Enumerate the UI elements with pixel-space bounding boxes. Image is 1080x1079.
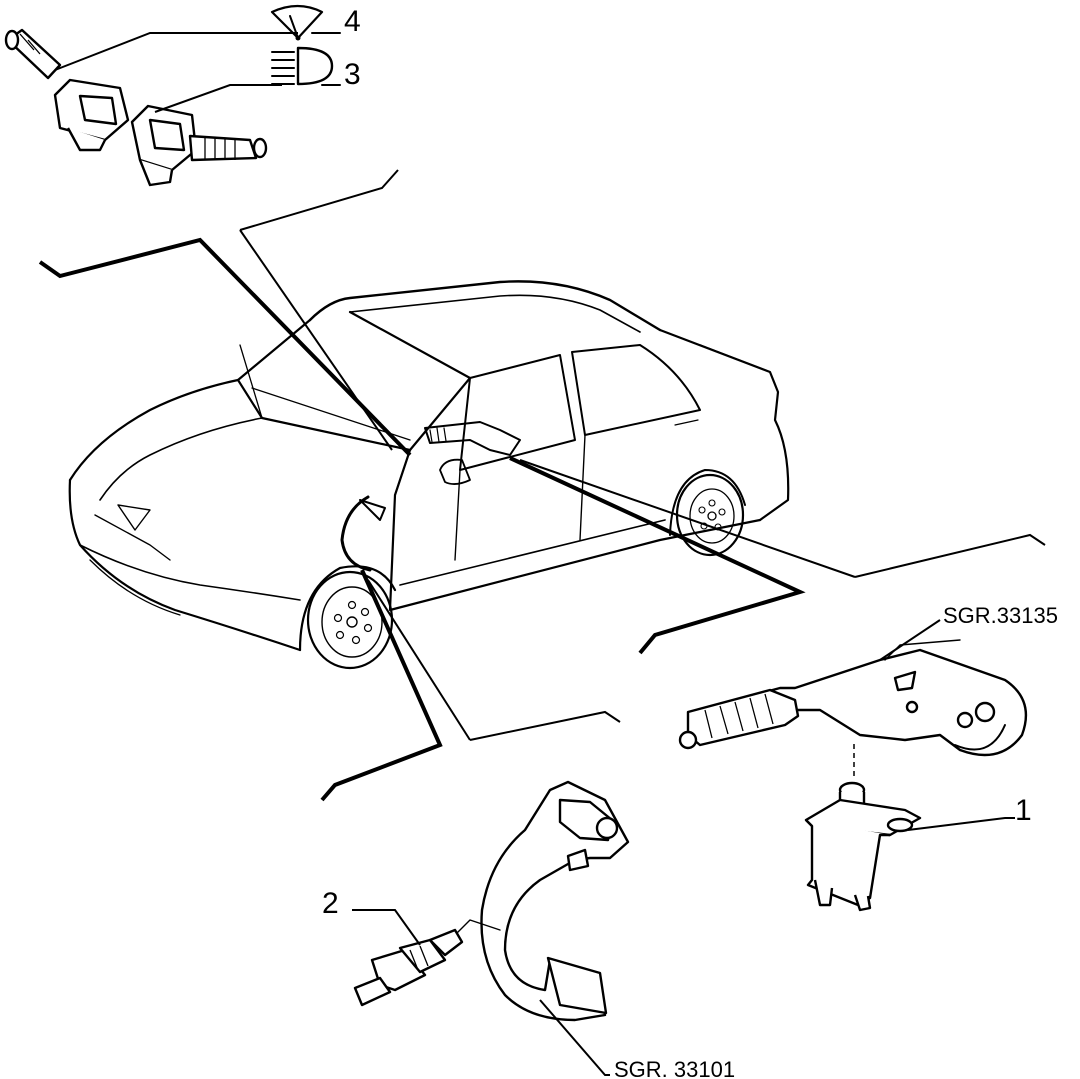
handbrake-lever-drawing	[678, 619, 1028, 780]
callout-1-label: 1	[1015, 794, 1032, 827]
front-wheel	[298, 565, 397, 670]
car-outline	[68, 280, 790, 670]
handbrake-switch-drawing	[804, 781, 1015, 912]
callout-2-label: 2	[322, 887, 339, 920]
callout-4-label: 4	[344, 5, 361, 38]
ref-handbrake-group: SGR.33135	[943, 603, 1058, 628]
brake-pedal-drawing	[454, 780, 630, 1076]
leader-lines	[38, 169, 1046, 802]
ref-pedal-group: SGR. 33101	[614, 1057, 735, 1079]
rear-wheel	[669, 469, 746, 557]
callout-3-label: 3	[344, 58, 361, 91]
steering-column-switches	[4, 28, 298, 187]
stop-light-switch-drawing	[352, 909, 464, 1007]
wiper-symbol-icon	[270, 4, 341, 41]
headlight-symbol-icon	[271, 46, 341, 86]
